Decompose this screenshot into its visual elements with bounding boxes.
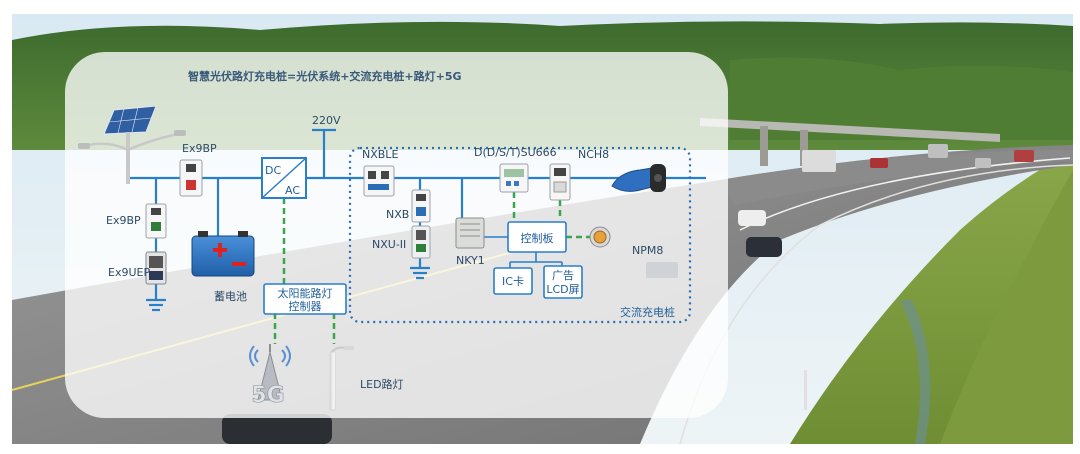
control-board-box [507,221,567,253]
battery-icon [191,231,255,277]
nky1-power-supply [455,217,485,249]
ad-lcd-box [543,265,583,299]
meter-label: D(D/S/T)SU666 [474,146,557,159]
solar-controller-box [263,283,347,315]
ex9bp-left-label: Ex9BP [106,214,141,227]
dc-ac-converter [261,157,307,199]
ic-card-label: IC卡 [502,275,524,288]
control-board-label: 控制板 [521,231,554,245]
ex9bp-breaker-left [145,203,167,239]
ic-card-box [493,267,533,295]
rcd-breaker-icon [549,163,571,201]
solar-controller-line1: 太阳能路灯 [278,286,333,300]
nch8-label: NCH8 [578,148,609,161]
charging-plug-icon [611,164,666,192]
ac-label: AC [285,184,300,197]
grid-voltage-label: 220V [312,114,341,127]
emergency-stop-icon [589,226,611,248]
npm8-label: NPM8 [632,244,663,257]
ex9uep-surge-protector [145,251,167,285]
charging-pile-label: 交流充电桩 [620,305,675,319]
nxble-label: NXBLE [362,148,398,161]
nxu-surge-protector [411,225,431,259]
nxu-label: NXU-II [372,238,406,251]
control-links [484,236,563,268]
tower-5g-label: 5G [251,383,284,408]
nxb-label: NXB [386,208,409,221]
dc-label: DC [265,164,281,177]
ad-lcd-line2: LCD屏 [546,283,579,296]
diagram-panel [65,52,728,418]
ex9bp-top-label: Ex9BP [182,142,217,155]
diagram-title: 智慧光伏路灯充电桩=光伏系统+交流充电桩+路灯+5G [188,69,462,83]
nky1-label: NKY1 [456,254,485,267]
ex9bp-breaker-top [179,159,203,197]
ad-lcd-line1: 广告 [552,269,574,282]
energy-meter-icon [499,163,529,193]
led-streetlight-label: LED路灯 [360,378,404,391]
solar-streetlight-icon [78,105,186,184]
battery-label: 蓄电池 [214,290,247,303]
nxb-breaker [411,189,431,223]
nxble-breaker [363,165,395,197]
green-links [273,192,590,344]
led-streetlight-icon [329,346,354,411]
solar-controller-line2: 控制器 [289,299,322,313]
ex9uep-label: Ex9UEP [108,266,150,279]
tower-5g-icon [249,344,291,401]
npm8-display-icon [646,262,678,278]
